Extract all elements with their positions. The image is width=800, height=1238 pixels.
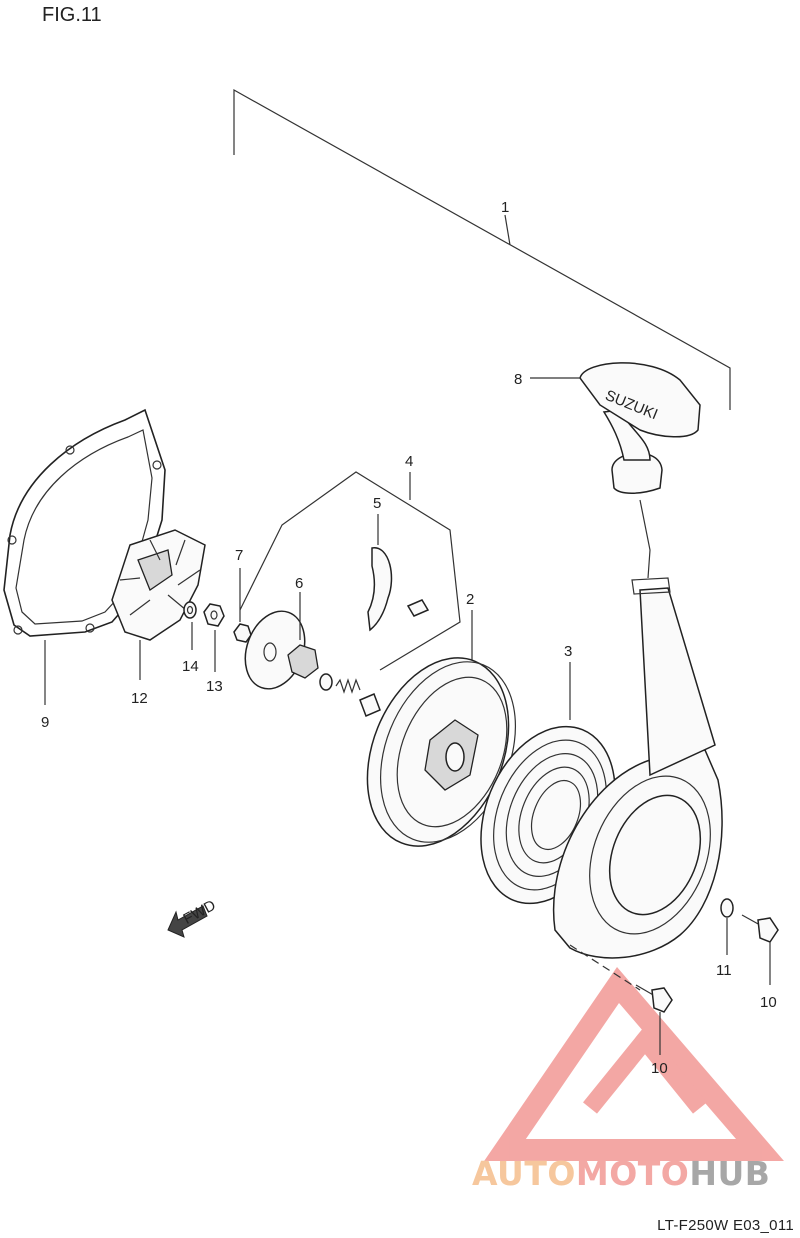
callout-8: 8 <box>514 371 522 388</box>
starter-housing: SUZUKI <box>530 362 723 959</box>
ratchet-pawl <box>367 514 430 632</box>
washer-14 <box>183 601 197 650</box>
callout-4: 4 <box>405 453 413 470</box>
callout-10-lower: 10 <box>651 1060 668 1077</box>
forward-arrow: FWD <box>167 897 219 938</box>
callout-7: 7 <box>235 547 243 564</box>
watermark-part-auto: AUTO <box>472 1154 576 1193</box>
fwd-label: FWD <box>180 897 218 928</box>
callout-9: 9 <box>41 714 49 731</box>
drawing-code: LT-F250W E03_011 <box>657 1217 794 1234</box>
callout-5: 5 <box>373 495 381 512</box>
gasket <box>3 408 166 705</box>
friction-plate <box>244 592 319 690</box>
callout-13: 13 <box>206 678 223 695</box>
assembly-bracket-4 <box>239 471 461 671</box>
figure-title: FIG.11 <box>42 4 102 26</box>
callout-6: 6 <box>295 575 303 592</box>
watermark-part-moto: MOTO <box>575 1154 690 1193</box>
callout-1: 1 <box>501 199 509 216</box>
nut-13 <box>203 603 225 672</box>
callout-12: 12 <box>131 690 148 707</box>
watermark-text: AUTOMOTOHUB <box>472 1154 770 1193</box>
assembly-bracket-1 <box>233 88 731 410</box>
callout-10-right: 10 <box>760 994 777 1011</box>
rope-pulley <box>366 610 517 847</box>
callout-3: 3 <box>564 643 572 660</box>
callout-14: 14 <box>182 658 199 675</box>
callout-2: 2 <box>466 591 474 608</box>
callout-11: 11 <box>716 962 732 979</box>
watermark-part-hub: HUB <box>689 1154 771 1193</box>
washer-11 <box>720 898 734 955</box>
bolt-10-lower <box>569 944 673 1055</box>
drive-plate <box>111 529 206 680</box>
watermark-logo <box>484 966 784 1161</box>
spring-and-collar <box>319 673 381 717</box>
bolt-10-right <box>741 914 779 985</box>
